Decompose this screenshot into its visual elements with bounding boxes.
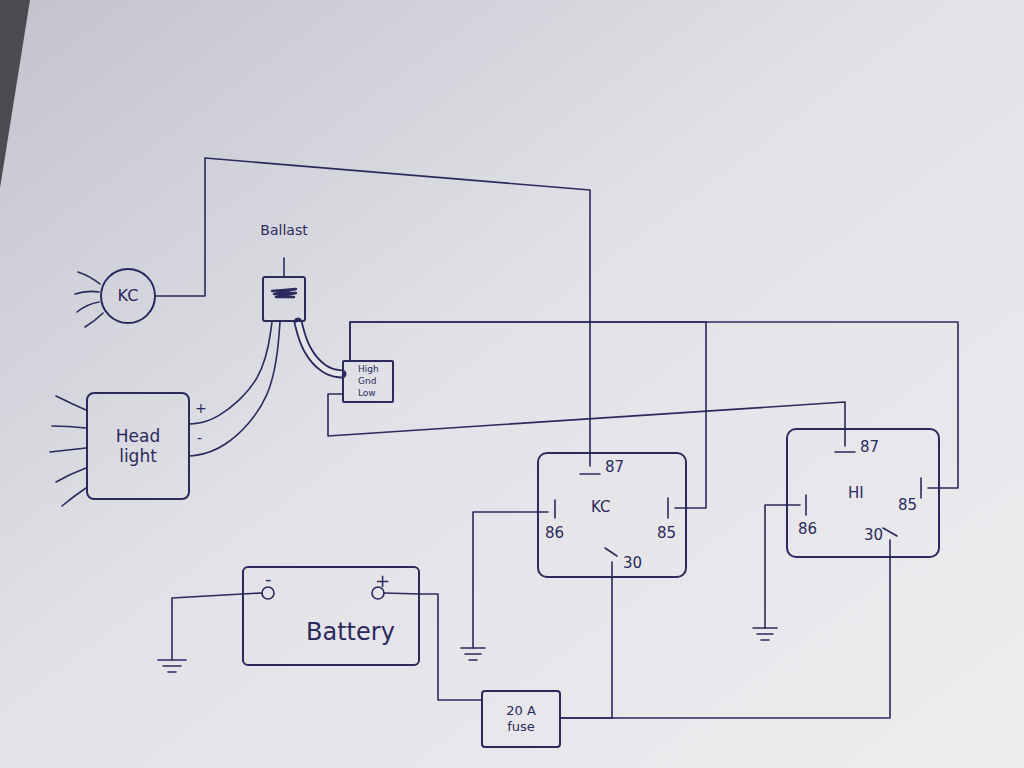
relay-contact <box>605 548 617 578</box>
relay-contact <box>921 478 940 498</box>
wire-name: Gnd <box>358 376 376 387</box>
table-corner <box>0 0 30 188</box>
pin-number: 86 <box>798 520 817 538</box>
wire <box>156 158 590 452</box>
switch-connector: HighGndLow <box>342 360 394 403</box>
light-ray <box>52 426 86 428</box>
light-ray <box>85 313 103 327</box>
terminal-sign: + <box>375 570 390 592</box>
terminal-sign: - <box>265 568 272 590</box>
pin-number: 85 <box>657 524 676 542</box>
ground-wire <box>473 512 537 648</box>
wire <box>420 594 481 700</box>
node-label: Head light <box>107 426 169 467</box>
pin-number: 87 <box>860 438 879 456</box>
pin-number: 30 <box>864 526 883 544</box>
node-label: KC <box>118 286 139 305</box>
part-heading: Ballast <box>260 222 307 239</box>
wire <box>190 322 280 456</box>
scribble-mark <box>272 289 296 297</box>
relay-box: KC 87 86 85 30 <box>537 452 687 578</box>
wire-name: High <box>358 364 379 375</box>
relay-contact <box>883 528 897 558</box>
ground-wire <box>172 594 242 660</box>
terminal-sign: + <box>195 400 207 417</box>
relay-contact <box>537 500 555 518</box>
relay-contact <box>835 428 855 452</box>
relay-name: HI <box>848 484 864 502</box>
fuse-box: 20 A fuse <box>481 690 561 748</box>
relay-box: HI 87 86 85 30 <box>786 428 940 558</box>
ground-symbol <box>753 628 777 640</box>
relay-contact <box>668 498 687 518</box>
relay-contact <box>786 495 806 515</box>
ballast-stub <box>283 258 285 276</box>
terminal-lead <box>384 593 420 594</box>
wire <box>298 322 342 374</box>
pin-number: 86 <box>545 524 564 542</box>
terminal-lead <box>242 593 262 594</box>
light-ray <box>50 448 86 452</box>
terminal-sign: - <box>197 430 202 447</box>
relay-contact <box>580 452 600 474</box>
light-ray <box>56 468 86 482</box>
node-label: Battery <box>306 618 395 647</box>
light-ray <box>77 302 99 312</box>
light-ray <box>56 396 86 410</box>
battery-box: - + Battery <box>242 566 420 666</box>
headlight-box: Head light <box>86 392 190 500</box>
cable-core <box>298 322 342 374</box>
relay-name: KC <box>591 498 611 516</box>
pin-number: 87 <box>605 458 624 476</box>
wire <box>350 322 958 488</box>
light-ray <box>75 291 99 294</box>
pin-number: 30 <box>623 554 642 572</box>
ballast-box: Ballast <box>262 276 306 322</box>
wire <box>328 394 845 436</box>
lamp-circle: KC <box>100 268 156 324</box>
light-ray <box>78 272 100 284</box>
pin-number: 85 <box>898 496 917 514</box>
ground-symbol <box>461 648 485 660</box>
wire <box>561 558 890 718</box>
node-label: 20 A fuse <box>499 703 543 734</box>
ground-wire <box>765 505 786 628</box>
wire-name: Low <box>358 388 376 399</box>
ground-symbol <box>158 660 186 672</box>
light-ray <box>62 488 86 506</box>
wire <box>561 578 612 718</box>
